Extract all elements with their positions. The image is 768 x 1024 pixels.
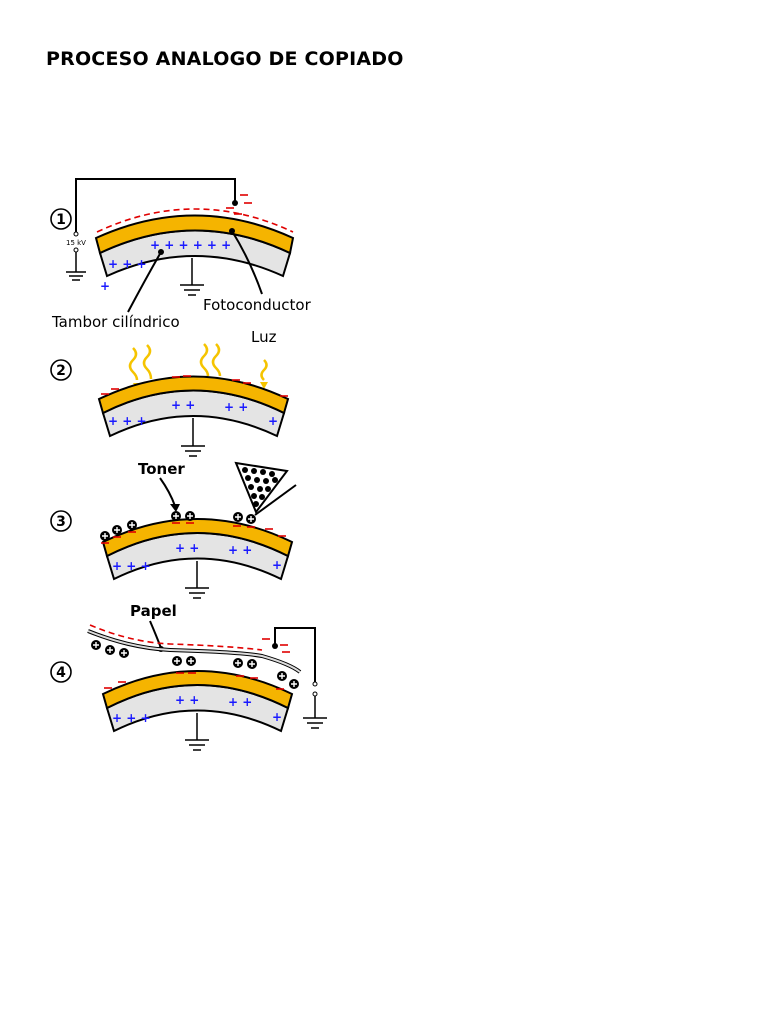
step-4-wire-node <box>272 643 278 649</box>
toner-label: Toner <box>138 460 185 478</box>
step-2-badge <box>50 359 72 381</box>
step-1-voltage-label: 15 kV <box>66 239 86 247</box>
step-4-positive-charges: + <box>272 710 282 724</box>
step-1-drum-pointer <box>127 251 162 313</box>
step-3-positive-charges: + + <box>175 541 199 555</box>
step-4: 4 Papel <box>50 602 327 751</box>
step-4-number: 4 <box>56 665 66 681</box>
toner-hopper-blade <box>254 484 297 516</box>
step-1-positive-charges: + + + <box>108 257 147 271</box>
step-4-circuit-wire <box>274 627 316 682</box>
step-1-number: 1 <box>56 212 66 228</box>
step-4-terminal-top <box>312 681 318 687</box>
step-3-photoconductor <box>101 518 294 558</box>
step-1-photoconductor-pointer <box>231 230 263 295</box>
step-2-positive-charges: + <box>268 414 278 428</box>
step-3-positive-charges: + + + <box>112 559 151 573</box>
step-1-photoconductor <box>94 214 295 255</box>
toner-pointer <box>159 477 176 507</box>
step-1-loose-plus: + <box>100 279 110 293</box>
drum-label: Tambor cilíndrico <box>51 313 180 331</box>
step-1-drum-ground-icon <box>180 258 204 296</box>
step-2-positive-charges: + + <box>171 398 195 412</box>
step-3-positive-charges: + + <box>228 543 252 557</box>
step-2: 2 Luz + + + + + + + <box>50 328 290 457</box>
toner-particles-in-hopper <box>242 467 278 507</box>
step-2-positive-charges: + + <box>224 400 248 414</box>
step-3-ground-icon <box>185 561 209 599</box>
paper-sheet-inner <box>87 630 301 673</box>
paper-pointer <box>149 620 162 649</box>
step-3-positive-charges: + <box>272 558 282 572</box>
step-1-left-ground-icon <box>66 252 86 281</box>
paper-negative-charges <box>89 624 263 651</box>
step-4-photoconductor <box>101 670 294 710</box>
step-3-number: 3 <box>56 514 66 530</box>
step-4-terminal-bottom <box>312 691 318 697</box>
step-4-positive-charges: + + + <box>112 711 151 725</box>
step-4-ground-icon <box>185 713 209 751</box>
step-1: 1 15 kV + + + + + + + + + + Fotoconducto… <box>50 178 312 331</box>
step-1-terminal-bottom <box>73 247 79 253</box>
step-2-number: 2 <box>56 363 66 379</box>
toner-pointer-arrowhead <box>170 504 180 512</box>
page-title: PROCESO ANALOGO DE COPIADO <box>46 48 404 70</box>
step-3-badge <box>50 510 72 532</box>
step-1-terminal-top <box>73 231 79 237</box>
step-4-positive-charges: + + <box>175 693 199 707</box>
step-2-ground-icon <box>181 418 205 457</box>
step-3-toner-plus-marks <box>102 513 254 539</box>
step-1-badge <box>50 208 72 230</box>
light-label: Luz <box>251 328 277 346</box>
step-4-positive-charges: + + <box>228 695 252 709</box>
step-2-positive-charges: + + + <box>108 414 147 428</box>
step-1-surface-negative-charges <box>96 208 294 233</box>
paper-label: Papel <box>130 602 177 620</box>
step-3: 3 Toner <box>50 460 297 599</box>
step-2-photoconductor <box>97 375 290 415</box>
step-1-positive-charges: + + + + + + <box>150 238 231 252</box>
step-4-toner-plus-marks <box>93 642 297 687</box>
light-rays-icon <box>128 343 268 381</box>
photoconductor-label: Fotoconductor <box>203 296 312 314</box>
step-4-right-ground-icon <box>303 696 327 729</box>
step-4-badge <box>50 661 72 683</box>
step-1-wire-node <box>232 200 238 206</box>
step-1-circuit-wire <box>75 178 236 232</box>
